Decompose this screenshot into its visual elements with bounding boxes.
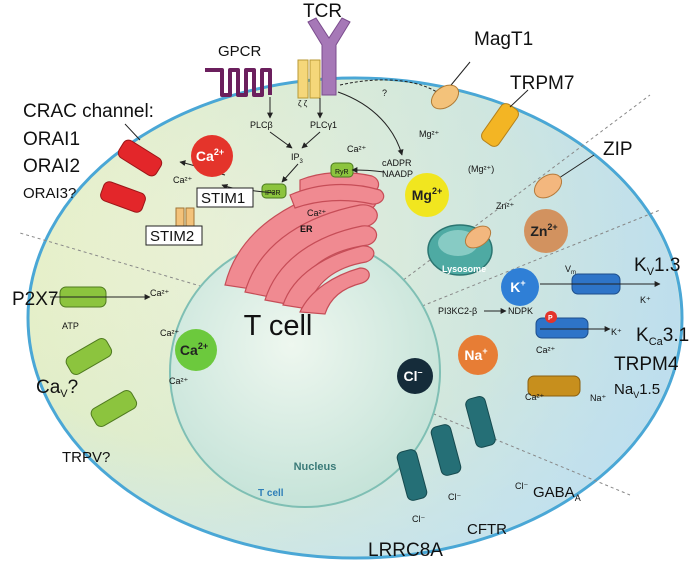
- ca-ion-left: [175, 329, 217, 371]
- kca-ca-label: Ca²⁺: [536, 345, 556, 355]
- zeta-label: ζ ζ: [298, 99, 308, 108]
- p-label: P: [548, 315, 553, 322]
- cav-ca-label: Ca²⁺: [160, 328, 180, 338]
- ryr-ca-label: Ca²⁺: [347, 144, 367, 154]
- naadp-label: NAADP: [382, 169, 413, 179]
- crac-ca-label: Ca²⁺: [173, 175, 193, 185]
- t-cell-corner-label: T cell: [258, 488, 284, 499]
- er-ca-label: Ca²⁺: [307, 208, 327, 218]
- t-cell-title: T cell: [244, 310, 313, 342]
- trpm4-label: TRPM4: [614, 354, 679, 375]
- tcr-label: TCR: [303, 1, 342, 22]
- nucleus-label: Nucleus: [294, 461, 337, 473]
- orai3-label: ORAI3?: [23, 185, 76, 202]
- ca-ion-top: [191, 135, 233, 177]
- orai1-channel: [117, 139, 163, 177]
- lrrc8a-cl-label: Cl⁻: [412, 514, 425, 524]
- stim1-box: [196, 187, 254, 208]
- ndpk-label: NDPK: [508, 306, 533, 316]
- kv13-channel: [540, 273, 661, 295]
- na-ion-label: Na+: [464, 346, 487, 363]
- p2x7-channel: [50, 286, 151, 308]
- zn-ion: [524, 209, 568, 253]
- ip3r-label: IP3R: [265, 190, 281, 197]
- cav-channel: [65, 338, 113, 375]
- orai1-label: ORAI1: [23, 129, 80, 150]
- magt1-channel: [430, 61, 471, 110]
- stim1-label: STIM1: [201, 190, 245, 207]
- gabaa-channel: [465, 396, 496, 448]
- gpcr-label: GPCR: [218, 43, 262, 60]
- kca31-channel: [535, 311, 611, 339]
- tcr-receptor: [297, 17, 351, 99]
- pi3k-label: PI3KC2-β: [438, 306, 477, 316]
- ip3r-channel: [261, 183, 287, 199]
- trpm4-na-label: Na⁺: [590, 393, 607, 403]
- trpm7-label: TRPM7: [510, 73, 574, 94]
- p2x7-label: P2X7: [12, 289, 58, 310]
- magt1-mg-label: Mg²⁺: [419, 129, 439, 139]
- ip3-label: IP3: [291, 152, 304, 165]
- trpm7-mg-label: (Mg²⁺): [468, 164, 494, 174]
- ca-ion-top-label: Ca2+: [196, 147, 224, 164]
- cl-ion: [397, 358, 433, 394]
- plcb-label: PLCβ: [250, 120, 273, 130]
- question-label: ?: [382, 88, 387, 98]
- plcg-label: PLCγ1: [310, 120, 337, 130]
- cftr-channel: [430, 424, 462, 476]
- nav15-label: NaV1.5: [614, 381, 660, 400]
- crac-title: CRAC channel:: [23, 101, 154, 122]
- trpm7-channel: [481, 103, 519, 147]
- kv13-k-label: K⁺: [640, 295, 651, 305]
- p2x7-ca-label: Ca²⁺: [150, 288, 170, 298]
- kca31-k-label: K⁺: [611, 327, 622, 337]
- zip-zn-label: Zn²⁺: [496, 201, 515, 211]
- zn-ion-label: Zn2+: [530, 222, 557, 239]
- na-ion: [458, 335, 498, 375]
- trpm4-ca-label: Ca²⁺: [525, 392, 545, 402]
- kca31-label: KCa3.1: [636, 325, 689, 348]
- trpv-ca-label: Ca²⁺: [169, 376, 189, 386]
- gpcr-receptor: [205, 68, 272, 97]
- mg-ion-label: Mg2+: [412, 186, 442, 203]
- k-ion-label: K+: [510, 278, 525, 295]
- lysosome-label: Lysosome: [442, 264, 486, 274]
- gabaa-label: GABAA: [533, 484, 581, 503]
- lrrc8a-label: LRRC8A: [368, 540, 443, 561]
- stim2-box: [145, 225, 203, 246]
- orai2-channel: [100, 181, 146, 213]
- cftr-label: CFTR: [467, 521, 507, 538]
- endoplasmic-reticulum: [224, 171, 385, 315]
- cftr-cl-label: Cl⁻: [448, 492, 461, 502]
- ryr-label: RyR: [335, 169, 349, 176]
- lrrc8a-channel: [396, 449, 428, 501]
- cadpr-label: cADPR: [382, 158, 412, 168]
- mg-ion: [405, 173, 449, 217]
- trpm4-channel: [527, 375, 581, 397]
- trpv-channel: [90, 390, 138, 427]
- atp-label: ATP: [62, 321, 79, 331]
- kv13-label: KV1.3: [634, 255, 680, 278]
- k-ion: [501, 268, 539, 306]
- vm-label: Vm: [565, 264, 576, 276]
- cl-ion-label: Cl–: [403, 367, 422, 384]
- er-label: ER: [300, 224, 313, 234]
- trpv-label: TRPV?: [62, 449, 110, 466]
- magt1-label: MagT1: [474, 29, 533, 50]
- cav-label: CaV?: [36, 377, 78, 400]
- zip-transporter: [464, 154, 595, 249]
- gabaa-cl-label: Cl⁻: [515, 481, 528, 491]
- stim2-label: STIM2: [150, 228, 194, 245]
- orai2-label: ORAI2: [23, 156, 80, 177]
- zip-label: ZIP: [603, 139, 633, 160]
- ca-ion-left-label: Ca2+: [180, 341, 208, 358]
